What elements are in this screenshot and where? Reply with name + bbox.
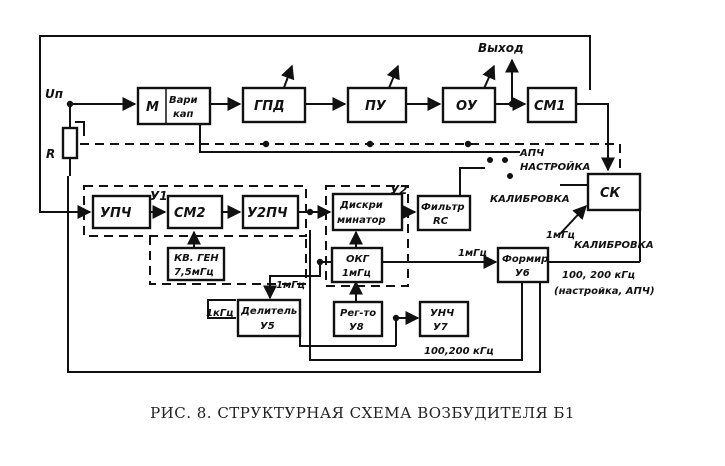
block-ck: СК [586,172,642,212]
ou-label: ОУ [456,99,478,114]
block-u2pch: У2ПЧ [241,194,300,230]
filter-label-1: Фильтр [421,202,465,213]
block-kv-gen: КВ. ГЕН 7,5мГц [166,246,226,282]
filter-label-2: RC [433,216,449,227]
block-upch: УПЧ [91,194,152,230]
junction-dots [66,100,516,322]
varicap-label-1: Вари [169,95,198,106]
regto-label-2: У8 [349,322,364,333]
label-1mhz-sk: 1мГц [546,230,575,241]
label-vyhod: Выход [478,41,524,55]
dashed-lines [80,143,621,287]
label-y1: У1 [150,189,168,203]
u2pch-label: У2ПЧ [247,206,288,221]
former-label-1: Формир [502,254,548,265]
kv-gen-label-2: 7,5мГц [174,267,214,278]
pu-label: ПУ [365,99,387,114]
ck-label: СК [600,186,622,201]
block-unch: УНЧ У7 [418,300,470,338]
regto-label-1: Рег-то [340,308,376,319]
kv-gen-label-1: КВ. ГЕН [174,253,219,264]
delitel-label-2: У5 [260,321,275,332]
figure-caption: РИС. 8. СТРУКТУРНАЯ СХЕМА ВОЗБУДИТЕЛЯ Б1 [150,404,575,422]
label-1mhz-former: 1мГц [458,248,487,259]
discriminator-label-2: минатор [337,215,386,226]
block-ou: ОУ [441,86,497,124]
discriminator-label-1: Дискри [339,200,383,211]
block-sm2: СМ2 [166,194,224,230]
label-un: Uп [45,87,63,101]
delitel-label-1: Делитель [240,306,297,317]
block-sm1: СМ1 [526,86,578,124]
block-former: Формир У6 [496,246,550,284]
block-regto: Рег-то У8 [332,300,384,338]
label-y2: У2 [390,183,408,197]
label-kalibrovka-right: КАЛИБРОВКА [574,240,654,251]
r-potentiometer [61,126,79,160]
okg-label-1: ОКГ [346,254,370,265]
unch-label-2: У7 [433,322,448,333]
former-label-2: У6 [515,268,530,279]
label-r: R [46,147,55,161]
block-delitel: Делитель У5 [236,298,302,338]
block-okg: ОКГ 1мГц [330,246,384,284]
label-nastroyka-apch: (настройка, АПЧ) [554,286,655,297]
gpd-label: ГПД [254,99,285,114]
free-labels: Uп R Выход АПЧ НАСТРОЙКА КАЛИБРОВКА КАЛИ… [45,41,655,357]
label-apch: АПЧ [519,148,544,159]
label-100-200-khz-right: 100, 200 кГц [562,270,635,281]
block-pu: ПУ [346,86,408,124]
label-kalibrovka-left: КАЛИБРОВКА [490,194,570,205]
label-1khz: 1кГц [206,308,234,319]
block-m-varicap: M Вари кап [136,86,212,126]
upch-label: УПЧ [100,206,132,221]
label-100-200-khz-bottom: 100,200 кГц [424,346,494,357]
label-1mhz-delitel: 1мГц [276,280,305,291]
block-gpd: ГПД [241,86,307,124]
block-discriminator: Дискри минатор [331,192,404,232]
block-filter-rc: Фильтр RC [416,194,472,232]
sm1-label: СМ1 [534,99,566,114]
m-label: M [146,100,159,115]
varicap-label-2: кап [173,109,194,120]
unch-label-1: УНЧ [430,308,454,319]
label-nastroyka: НАСТРОЙКА [520,160,590,173]
okg-label-2: 1мГц [342,268,371,279]
sm2-label: СМ2 [174,206,206,221]
